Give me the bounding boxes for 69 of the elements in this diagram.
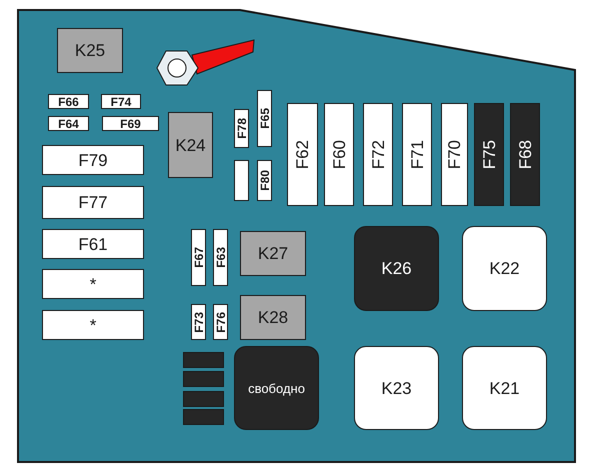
relay-label: K23 xyxy=(381,380,412,396)
fuse xyxy=(287,103,318,206)
relay xyxy=(354,226,439,311)
fuse xyxy=(191,229,206,286)
fuse xyxy=(257,90,272,147)
fuse-label: F63 xyxy=(214,247,226,268)
relay xyxy=(240,295,306,340)
fuse xyxy=(324,103,354,206)
fuse xyxy=(234,109,249,148)
fuse xyxy=(213,304,228,340)
relay-label: K27 xyxy=(258,245,288,262)
fuse-label: F70 xyxy=(446,140,463,170)
relay-label: K22 xyxy=(489,260,520,277)
fuse-label: F71 xyxy=(408,140,426,170)
relay-label: свободно xyxy=(248,382,305,394)
fuse xyxy=(474,103,504,206)
fuse xyxy=(441,103,468,206)
fuse-label: F66 xyxy=(58,96,79,108)
fuse-label: F65 xyxy=(258,108,270,129)
fuse-label: F79 xyxy=(78,152,108,168)
fuse-slot xyxy=(183,391,224,407)
fuse-label: F67 xyxy=(192,247,204,268)
fuse-label: * xyxy=(90,316,96,334)
relay-label: K24 xyxy=(175,136,206,154)
relay-label: K21 xyxy=(489,380,520,396)
fuse-label: F76 xyxy=(214,312,226,332)
fuse-slot xyxy=(183,371,224,387)
relay xyxy=(57,28,123,73)
fuse-slot xyxy=(183,352,224,368)
relay xyxy=(462,226,547,311)
fuse xyxy=(48,116,89,131)
fuse xyxy=(42,186,144,219)
fuse-label: F61 xyxy=(78,236,108,252)
relay-label: K25 xyxy=(74,42,106,59)
fuse-label: F62 xyxy=(294,140,311,170)
fuse-label: F72 xyxy=(370,140,386,170)
relay xyxy=(168,112,213,178)
fuse xyxy=(101,94,141,109)
fuse xyxy=(191,304,206,340)
fuse xyxy=(42,310,144,340)
fuse xyxy=(213,229,228,286)
fuse xyxy=(257,160,272,201)
fuse xyxy=(402,103,432,206)
fuse-label: F60 xyxy=(330,140,348,170)
relay-label: K28 xyxy=(258,309,288,326)
fuse xyxy=(42,145,144,175)
fuse xyxy=(48,94,89,109)
relay xyxy=(462,346,547,430)
relay-label: K26 xyxy=(381,260,412,277)
relay xyxy=(240,231,306,276)
fuse-slot xyxy=(183,409,224,425)
fuse-label: F64 xyxy=(58,118,79,130)
fuse-label: F69 xyxy=(120,118,141,130)
fuse xyxy=(42,269,144,299)
relay xyxy=(234,346,319,430)
fuse xyxy=(363,103,393,206)
fuse-label: F78 xyxy=(236,118,248,139)
fuse-label: F73 xyxy=(192,312,204,332)
fuse-label: F74 xyxy=(110,96,132,108)
fuse xyxy=(102,116,159,131)
fuse xyxy=(510,103,540,206)
fuse-label: F68 xyxy=(516,140,534,170)
fuse-label: * xyxy=(90,276,96,292)
fuse-slot xyxy=(234,160,249,201)
relay xyxy=(354,346,439,430)
fuse-label: F75 xyxy=(480,140,498,170)
fuse-label: F80 xyxy=(258,170,270,191)
fuse-label: F77 xyxy=(78,194,108,211)
fuse xyxy=(42,229,144,259)
